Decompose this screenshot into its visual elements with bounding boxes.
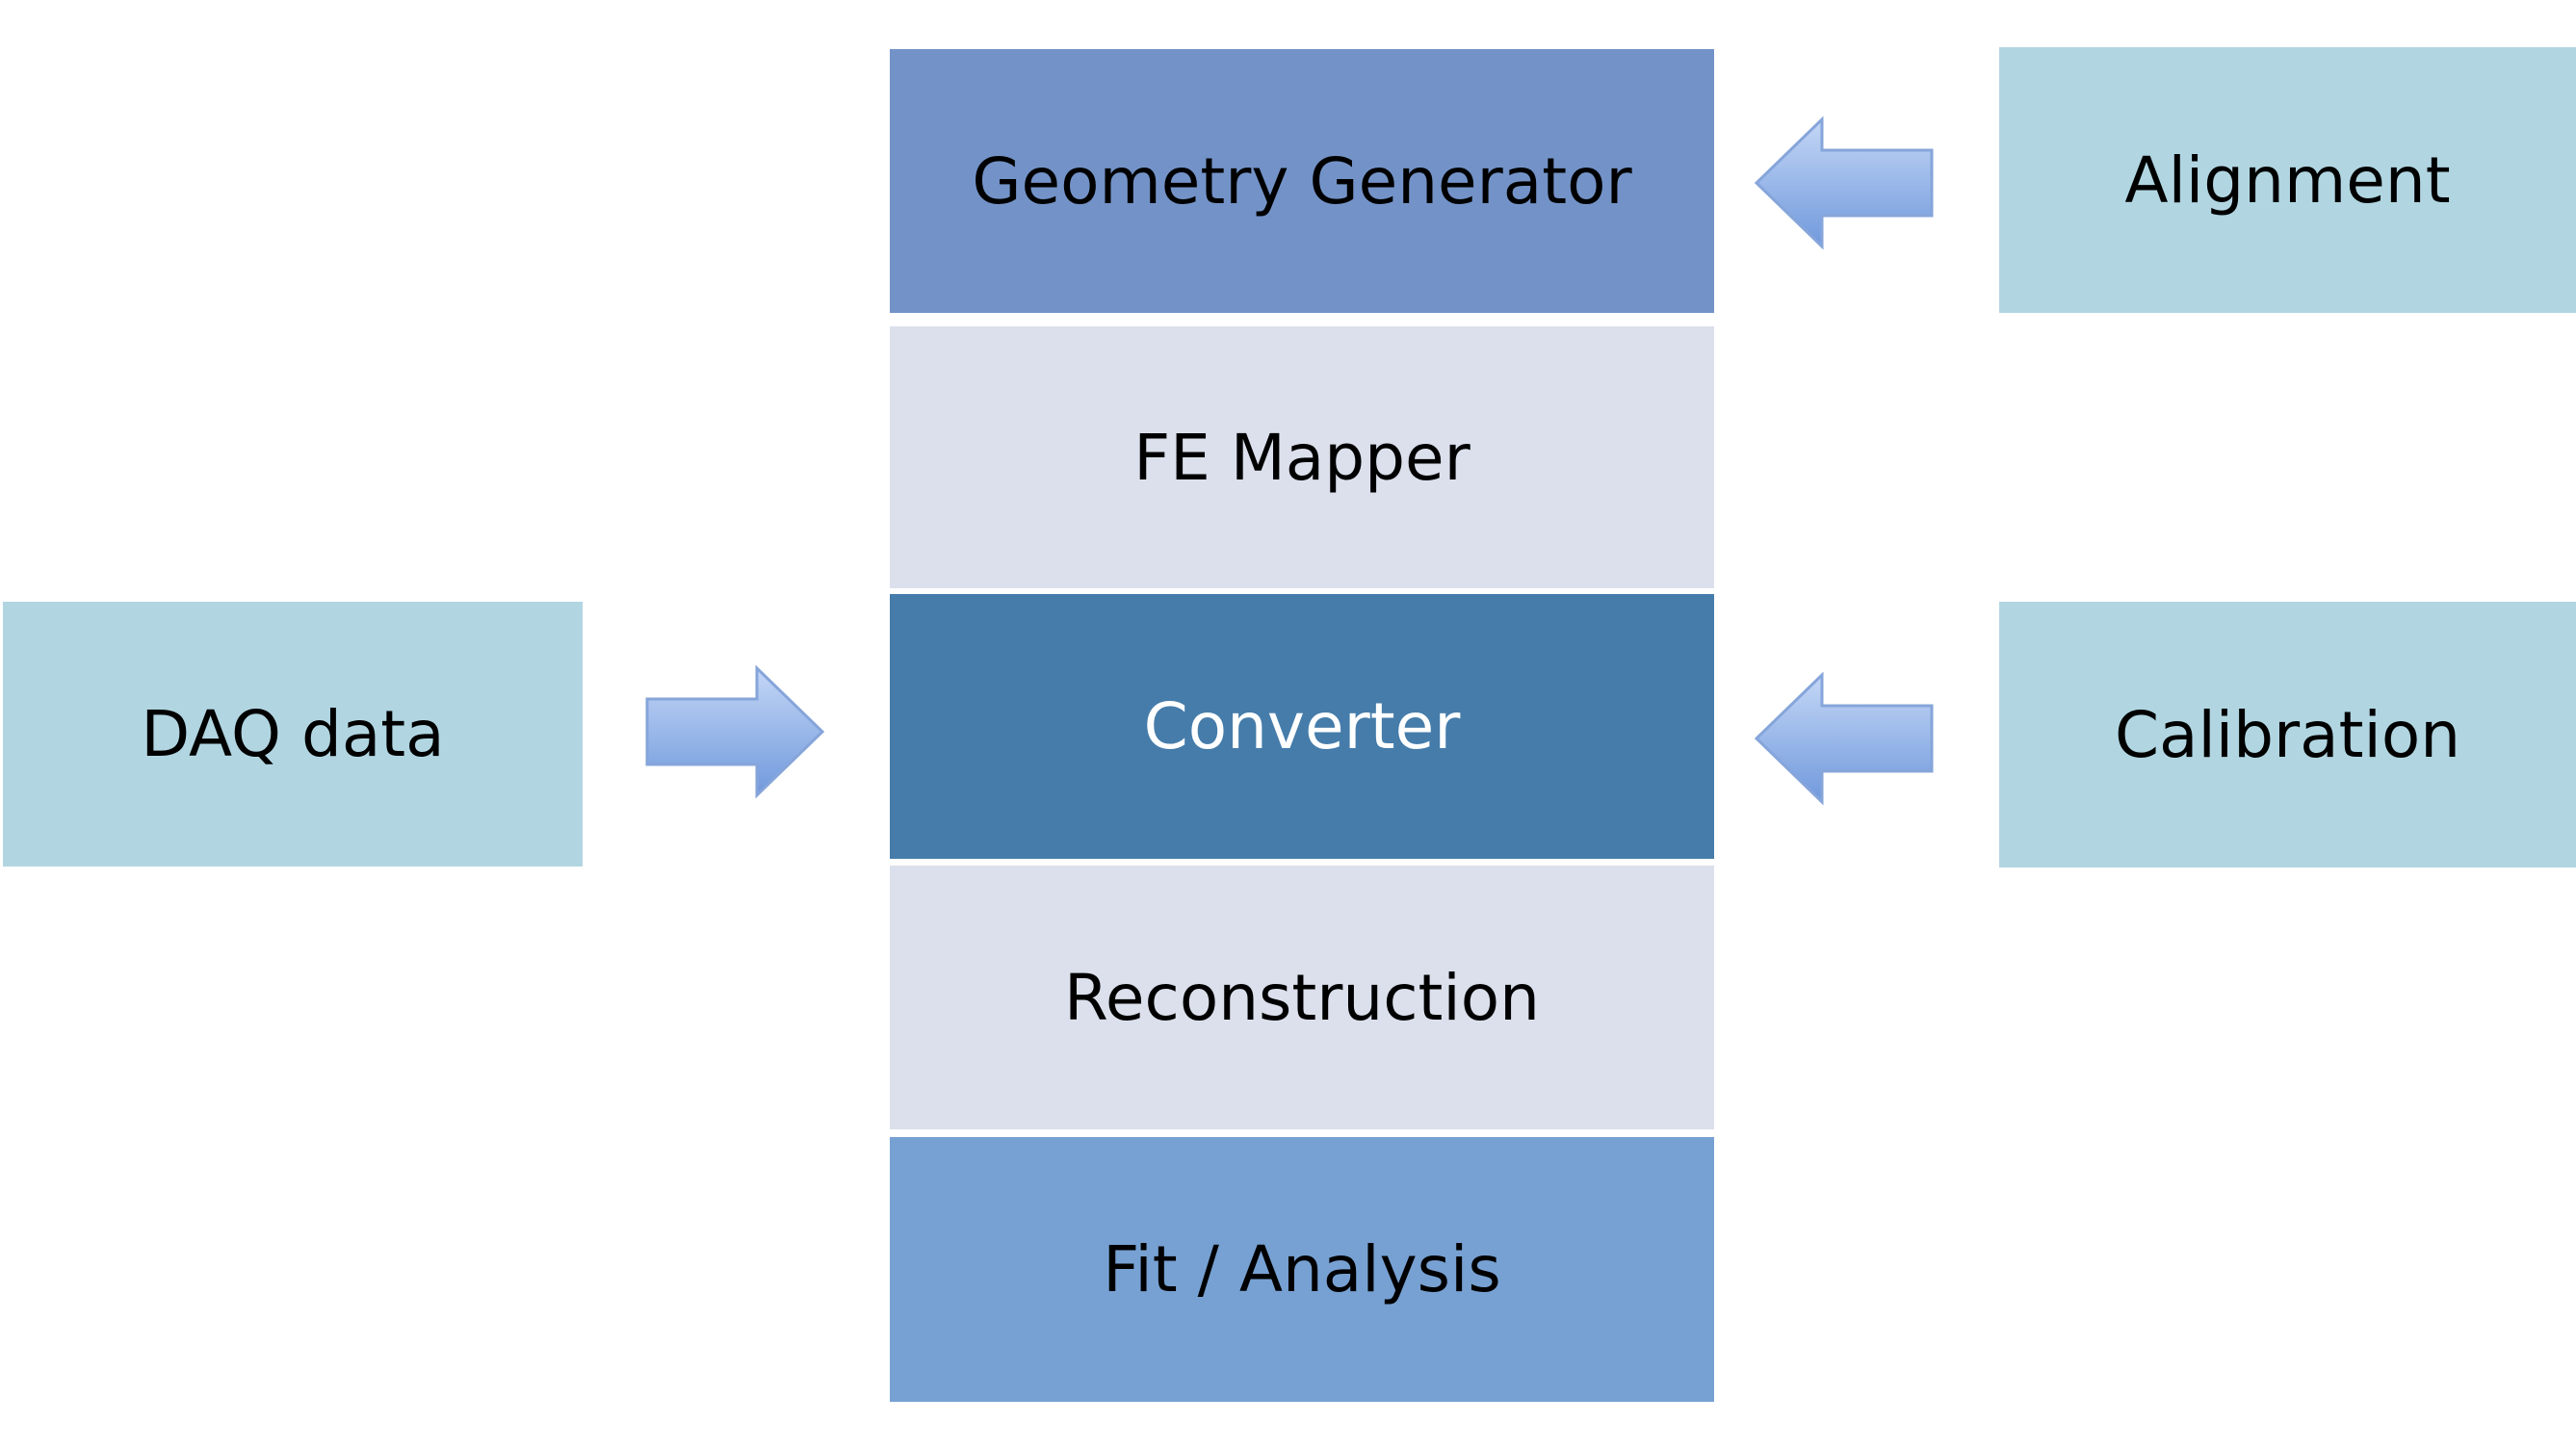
stage-geometry-generator: Geometry Generator	[890, 49, 1714, 313]
input-label: Calibration	[2114, 697, 2461, 772]
input-daq-data: DAQ data	[3, 602, 583, 867]
stage-label: Geometry Generator	[972, 143, 1632, 219]
stage-label: Fit / Analysis	[1103, 1232, 1501, 1307]
stage-label: Reconstruction	[1064, 960, 1540, 1035]
input-calibration: Calibration	[1999, 602, 2576, 867]
input-label: DAQ data	[141, 697, 445, 771]
arrow-left-icon	[1754, 116, 1934, 250]
stage-converter: Converter	[890, 594, 1714, 859]
stage-label: FE Mapper	[1133, 420, 1470, 495]
input-label: Alignment	[2124, 142, 2451, 218]
stage-fe-mapper: FE Mapper	[890, 326, 1714, 588]
stage-reconstruction: Reconstruction	[890, 866, 1714, 1129]
arrow-right-icon	[645, 664, 825, 799]
stage-fit-analysis: Fit / Analysis	[890, 1137, 1714, 1402]
arrow-shape	[1754, 116, 1934, 250]
stage-label: Converter	[1143, 689, 1461, 763]
arrow-shape	[1754, 671, 1934, 806]
arrow-shape	[645, 664, 825, 799]
input-alignment: Alignment	[1999, 47, 2576, 313]
arrow-left-icon	[1754, 671, 1934, 806]
